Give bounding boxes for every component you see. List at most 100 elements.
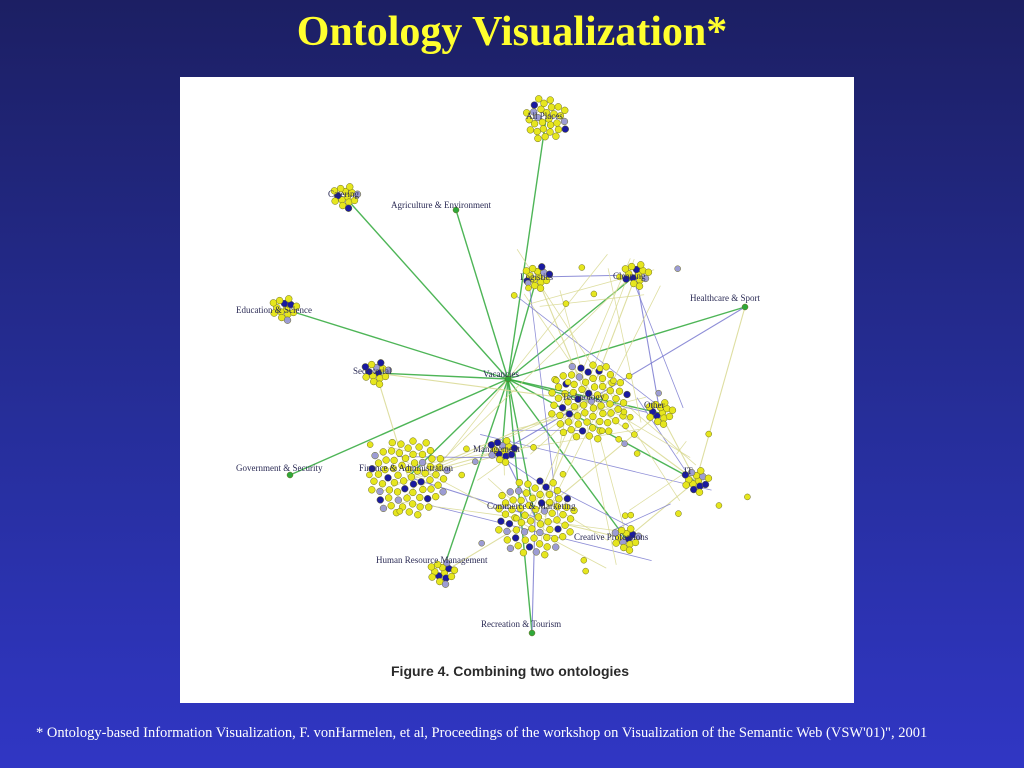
node-technology [570,402,579,411]
node-all-places [546,96,554,104]
node-commerce [535,540,544,548]
node-commerce [528,525,536,533]
node-all-places [534,134,542,143]
node-detail [633,450,641,457]
label-government: Government & Security [236,463,323,473]
node-technology [581,378,590,386]
node-finance [409,450,417,459]
node-finance [422,439,430,447]
node-technology [612,395,620,403]
node-detail [610,377,617,385]
node-finance [413,467,422,475]
node-all-places [523,109,531,117]
node-it [695,488,704,496]
node-detail [582,567,589,575]
node-hr [427,563,436,571]
node-commerce [525,501,533,510]
node-catering [350,196,359,205]
node-commerce [541,551,549,559]
node-technology [548,410,556,418]
node-hr [441,580,450,588]
node-it [681,471,690,479]
node-technology [585,432,593,440]
node-technology [599,409,607,418]
node-finance [387,447,396,455]
node-commerce [545,498,554,507]
edge-detail [636,397,693,482]
node-commerce [515,478,523,487]
edge-vacancies-hr [441,378,509,574]
node-finance [403,494,411,502]
edge-commerce-hr [441,516,536,574]
node-technology [567,371,576,379]
node-hr [450,566,459,574]
node-finance [389,464,398,473]
node-technology [587,397,596,405]
edge-detail [420,254,608,490]
node-technology [567,426,575,434]
node-finance [376,496,384,504]
node-commerce [516,504,525,513]
node-commerce [503,527,511,536]
node-commerce [528,494,537,502]
node-secretarial [361,363,370,371]
node-commerce [549,479,557,487]
edge-it-creative [625,480,697,540]
node-commerce [532,548,540,556]
edge-vacancies-secretarial [375,372,509,380]
edge-vacancies-other [507,378,661,414]
node-technology [578,427,587,435]
node-education [283,316,292,324]
node-finance [379,504,388,513]
node-finance [418,458,427,467]
node-technology [601,393,609,401]
node-cleaning [635,282,644,290]
node-all-places [546,121,555,129]
node-finance [426,463,434,471]
node-finance [407,473,416,481]
node-commerce [508,506,516,514]
label-vacancies: Vacancies [483,369,519,379]
edge-detail [555,488,629,527]
edge-vacancies-government [289,378,509,476]
node-commerce [536,477,544,485]
node-commerce [520,528,529,536]
node-commerce [527,517,535,525]
node-finance [395,449,404,457]
node-all-places [561,125,569,133]
node-other [661,399,669,407]
label-finance: Finance & Administration [359,463,453,473]
node-finance [387,502,395,510]
edge-vacancies-all-places [507,118,547,380]
node-detail [626,413,634,421]
node-all-places [541,133,549,141]
node-other [665,412,674,421]
node-detail [705,430,712,438]
node-other [668,406,677,414]
node-all-places [539,125,547,133]
node-all-places [554,125,563,134]
label-commerce: Commerce & Marketing [487,501,576,511]
node-detail [627,511,635,519]
node-finance [368,465,376,473]
node-finance [388,438,396,447]
node-finance [384,474,392,482]
node-logistics [545,270,554,278]
node-catering [346,183,354,191]
label-healthcare: Healthcare & Sport [690,293,760,303]
node-detail [621,512,629,519]
node-commerce [536,528,544,537]
node-finance [424,495,432,503]
node-commerce [512,534,520,542]
label-secretarial: Secretarial [353,366,392,376]
node-technology [589,374,597,383]
node-detail [580,557,588,564]
node-hr [443,559,451,567]
node-management [510,444,519,452]
edge-detail [584,415,617,565]
node-finance [439,475,448,483]
node-finance [385,494,393,502]
node-commerce [553,486,562,495]
label-all-places: All Places [526,111,563,121]
node-healthcare [741,303,749,311]
